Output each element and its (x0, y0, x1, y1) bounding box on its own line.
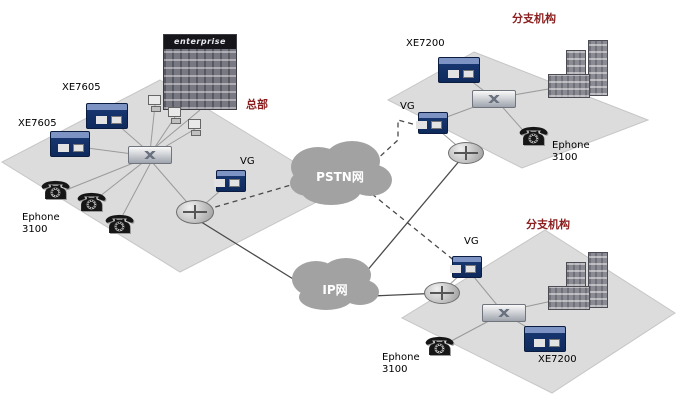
branch-bottom-site-label: 分支机构 (526, 218, 570, 231)
branch-bottom-xe7200-icon (524, 326, 566, 352)
xe7605-b-icon (50, 131, 90, 157)
branch-top-switch-icon (472, 90, 516, 108)
ephone-icon: ☎ (424, 332, 456, 361)
hq-switch-icon (128, 146, 172, 164)
ephone-icon: ☎ (40, 176, 72, 205)
ip-cloud (292, 258, 379, 310)
hq-vg-label: VG (240, 156, 255, 167)
hq-ephone-label: Ephone 3100 (22, 212, 60, 235)
hq-site-label: 总部 (246, 98, 268, 111)
branch-bottom-ephone-label: Ephone 3100 (382, 352, 420, 375)
hq-to-ip-link (197, 219, 299, 283)
branch-bottom-xe7200-label: XE7200 (538, 354, 577, 365)
office-building-icon (548, 74, 590, 98)
xe7605-b-label: XE7605 (18, 118, 57, 129)
branch-bottom-switch-icon (482, 304, 526, 322)
branch-top-vg-icon (418, 112, 448, 134)
branch-top-router-icon (448, 142, 484, 164)
ip-cloud-label: IP网 (322, 283, 348, 297)
office-building-icon (588, 252, 608, 308)
workstation-icon (188, 119, 201, 136)
pstn-cloud (290, 141, 392, 205)
workstation-icon (148, 95, 161, 112)
office-building-icon (548, 286, 590, 310)
hq-router-icon (176, 200, 214, 224)
xe7605-a-label: XE7605 (62, 82, 101, 93)
ephone-icon: ☎ (76, 188, 108, 217)
pstn-cloud-label: PSTN网 (316, 170, 364, 184)
xe7605-a-icon (86, 103, 128, 129)
branch-top-ephone-label: Ephone 3100 (552, 140, 590, 163)
branch-bottom-vg-label: VG (464, 236, 479, 247)
branch-top-site-label: 分支机构 (512, 12, 556, 25)
office-building-icon (588, 40, 608, 96)
branch-top-vg-label: VG (400, 101, 415, 112)
workstation-icon (168, 107, 181, 124)
branch-bottom-router-icon (424, 282, 460, 304)
pstn-to-branch-top-link (373, 119, 421, 163)
wan-links (197, 119, 467, 297)
enterprise-building: enterprise (163, 34, 237, 110)
branch-top-xe7200-icon (438, 57, 480, 83)
pstn-to-branch-bottom-link (371, 193, 457, 263)
branch-top-xe7200-label: XE7200 (406, 38, 445, 49)
ephone-icon: ☎ (518, 122, 550, 151)
branch-bottom-vg-icon (452, 256, 482, 278)
enterprise-building-sign: enterprise (164, 35, 236, 49)
ephone-icon: ☎ (104, 210, 136, 239)
hq-vg-icon (216, 170, 246, 192)
ip-to-branch-top-link (365, 152, 467, 273)
branch-bottom-platform (400, 229, 676, 394)
